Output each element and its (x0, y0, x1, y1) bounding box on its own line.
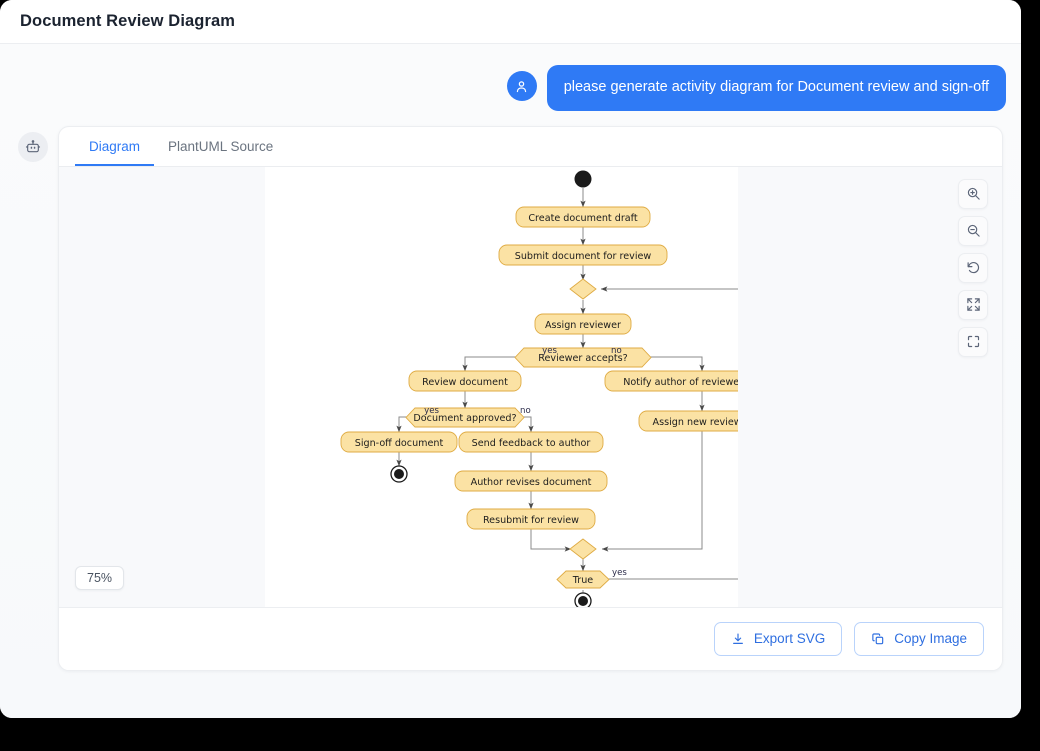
chat-message-user: please generate activity diagram for Doc… (0, 44, 1021, 111)
diagram-result-card: Diagram PlantUML Source (58, 125, 1003, 671)
fit-screen-button[interactable] (958, 289, 988, 320)
node-label: Assign new reviewer (653, 417, 738, 428)
node-end-1 (390, 464, 408, 483)
node-label: Notify author of reviewer decline (623, 377, 738, 388)
node-label: Send feedback to author (472, 438, 591, 449)
guard-label-yes-true: yes (612, 568, 627, 578)
user-message-bubble: please generate activity diagram for Doc… (546, 65, 1006, 111)
copy-icon (872, 632, 884, 644)
guard-label-yes-approved: yes (424, 406, 439, 416)
chat-message-bot: Diagram PlantUML Source (0, 111, 1021, 671)
node-decision-reviewer-accepts: Reviewer accepts? (514, 347, 652, 368)
node-send-feedback-to-author: Send feedback to author (458, 431, 604, 453)
node-label: Document approved? (413, 413, 516, 424)
node-review-document: Review document (408, 370, 522, 392)
bot-avatar (18, 131, 48, 162)
user-icon (517, 80, 527, 92)
node-resubmit-for-review: Resubmit for review (466, 508, 596, 530)
guard-label-yes-reviewer: yes (542, 346, 557, 356)
diagram-canvas[interactable]: Create document draft Submit document fo… (59, 166, 1002, 608)
node-start (574, 170, 592, 188)
node-notify-author-of-reviewer-decline: Notify author of reviewer decline (604, 370, 800, 392)
robot-icon (25, 139, 41, 152)
app-body: please generate activity diagram for Doc… (0, 44, 1021, 718)
reset-view-icon (967, 262, 979, 274)
activity-diagram-svg: Create document draft Submit document fo… (340, 170, 800, 607)
user-avatar (506, 71, 537, 101)
zoom-level-badge: 75% (75, 565, 125, 590)
card-tabs: Diagram PlantUML Source (59, 127, 1002, 167)
zoom-out-button[interactable] (958, 215, 988, 246)
node-decision-document-approved: Document approved? (405, 407, 525, 428)
zoom-out-icon (967, 224, 980, 237)
fit-screen-icon (966, 298, 980, 311)
fullscreen-icon (967, 335, 979, 348)
node-sign-off-document: Sign-off document (340, 431, 458, 453)
node-label: Assign reviewer (545, 320, 621, 331)
app-header: Document Review Diagram (0, 0, 1021, 44)
node-create-document-draft: Create document draft (515, 206, 651, 228)
node-label: Sign-off document (355, 438, 444, 449)
node-label: Reviewer accepts? (538, 353, 627, 364)
node-merge-2 (569, 537, 597, 560)
download-icon (732, 633, 743, 644)
export-svg-button[interactable]: Export SVG (713, 621, 843, 656)
node-label: True (572, 575, 593, 586)
node-label: Create document draft (528, 213, 638, 224)
copy-image-button[interactable]: Copy Image (854, 621, 984, 656)
node-decision-true: True (556, 570, 610, 589)
guard-label-no-reviewer: no (611, 346, 622, 356)
node-merge-1 (569, 277, 597, 300)
node-label: Review document (422, 377, 508, 388)
node-assign-new-reviewer: Assign new reviewer (638, 410, 766, 432)
node-author-revises-document: Author revises document (454, 470, 608, 492)
node-label: Submit document for review (515, 251, 652, 262)
node-assign-reviewer: Assign reviewer (534, 313, 632, 335)
fullscreen-button[interactable] (958, 326, 988, 357)
app-window: Document Review Diagram please generate … (0, 0, 1021, 718)
diagram-stage: Create document draft Submit document fo… (265, 166, 800, 607)
node-label: Author revises document (471, 477, 592, 488)
node-submit-document-for-review: Submit document for review (498, 244, 668, 266)
canvas-controls (958, 178, 988, 357)
node-label: Resubmit for review (483, 515, 579, 526)
reset-view-button[interactable] (958, 252, 988, 283)
page-title: Document Review Diagram (20, 12, 236, 30)
zoom-in-icon (967, 187, 980, 200)
card-footer: Export SVG Copy Image (59, 607, 1002, 670)
tab-diagram[interactable]: Diagram (75, 127, 155, 166)
tab-plantuml-source[interactable]: PlantUML Source (168, 138, 274, 154)
node-end-2 (574, 591, 592, 607)
guard-label-no-approved: no (520, 406, 531, 416)
copy-image-label: Copy Image (894, 631, 967, 647)
zoom-in-button[interactable] (958, 178, 988, 209)
export-svg-label: Export SVG (753, 631, 826, 647)
